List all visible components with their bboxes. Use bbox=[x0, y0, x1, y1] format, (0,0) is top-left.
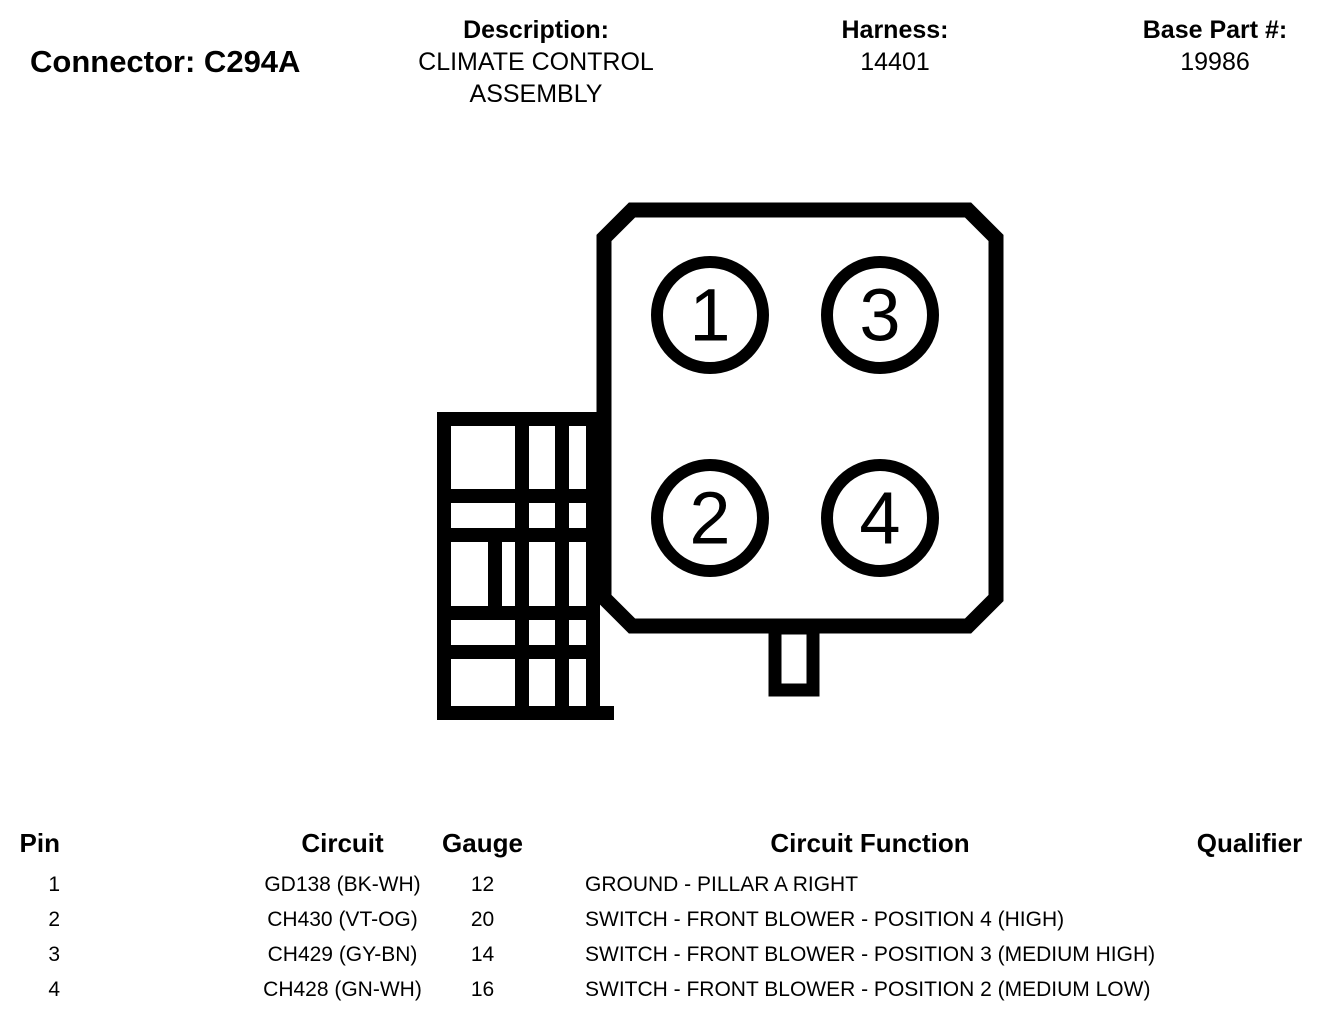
table-row: 1 GD138 (BK-WH) 12 GROUND - PILLAR A RIG… bbox=[0, 868, 1344, 903]
cell-qualifier bbox=[1155, 903, 1344, 938]
cell-qualifier bbox=[1155, 938, 1344, 973]
pin-table: Pin Circuit Gauge Circuit Function Quali… bbox=[0, 828, 1344, 1008]
table-row: 3 CH429 (GY-BN) 14 SWITCH - FRONT BLOWER… bbox=[0, 938, 1344, 973]
cell-gauge: 14 bbox=[470, 943, 495, 966]
cell-circuit-function: SWITCH - FRONT BLOWER - POSITION 3 (MEDI… bbox=[585, 943, 1156, 966]
cell-circuit: CH428 (GN-WH) bbox=[263, 978, 422, 1001]
cell-gauge: 12 bbox=[470, 873, 495, 896]
base-part-block: Base Part #: 19986 bbox=[1090, 14, 1340, 78]
column-header-circuit-function: Circuit Function bbox=[770, 828, 970, 858]
cell-spacer-0 bbox=[60, 903, 250, 938]
cell-pin: 1 bbox=[48, 873, 60, 896]
cell-circuit-function: SWITCH - FRONT BLOWER - POSITION 2 (MEDI… bbox=[585, 978, 1151, 1001]
document-header: Connector: C294A Description: CLIMATE CO… bbox=[0, 0, 1344, 120]
cell-qualifier bbox=[1155, 973, 1344, 1008]
cell-spacer-0 bbox=[60, 868, 250, 903]
description-label: Description: bbox=[463, 16, 609, 44]
pin-cavity-2: 2 bbox=[651, 459, 769, 577]
harness-block: Harness: 14401 bbox=[775, 14, 1015, 78]
cell-spacer-1 bbox=[530, 973, 585, 1008]
column-header-qualifier: Qualifier bbox=[1196, 828, 1303, 858]
base-part-value: 19986 bbox=[1180, 48, 1250, 76]
cell-circuit-function: GROUND - PILLAR A RIGHT bbox=[585, 873, 859, 896]
cell-circuit-function: SWITCH - FRONT BLOWER - POSITION 4 (HIGH… bbox=[585, 908, 1065, 931]
cell-gauge: 20 bbox=[470, 908, 495, 931]
pin-cavity-3: 3 bbox=[821, 256, 939, 374]
pin-cavity-4: 4 bbox=[821, 459, 939, 577]
cell-pin: 3 bbox=[48, 943, 60, 966]
column-header-pin: Pin bbox=[19, 828, 60, 858]
connector-body-outline bbox=[596, 202, 1004, 634]
cell-gauge: 16 bbox=[470, 978, 495, 1001]
cell-qualifier bbox=[1155, 868, 1344, 903]
cell-spacer-0 bbox=[60, 938, 250, 973]
column-header-gauge: Gauge bbox=[442, 828, 523, 858]
terminal-lattice-icon bbox=[437, 412, 600, 720]
description-value-line2: ASSEMBLY bbox=[469, 80, 603, 108]
cell-pin: 2 bbox=[48, 908, 60, 931]
pin-table-container: Pin Circuit Gauge Circuit Function Quali… bbox=[0, 828, 1344, 1008]
harness-value: 14401 bbox=[860, 48, 930, 76]
pin-cavity-2-label: 2 bbox=[689, 477, 730, 560]
pin-cavity-4-label: 4 bbox=[859, 477, 900, 560]
description-block: Description: CLIMATE CONTROL ASSEMBLY bbox=[396, 14, 676, 110]
column-spacer-0 bbox=[60, 828, 250, 868]
table-row: 2 CH430 (VT-OG) 20 SWITCH - FRONT BLOWER… bbox=[0, 903, 1344, 938]
cell-circuit: CH429 (GY-BN) bbox=[267, 943, 418, 966]
cell-spacer-1 bbox=[530, 903, 585, 938]
cell-spacer-1 bbox=[530, 938, 585, 973]
column-spacer-1 bbox=[530, 828, 585, 868]
pin-cavity-1-label: 1 bbox=[689, 274, 730, 357]
connector-title: Connector: C294A bbox=[30, 44, 301, 79]
latch-tab-icon bbox=[768, 621, 820, 697]
connector-diagram: 1 3 2 4 bbox=[0, 150, 1344, 770]
cell-circuit: CH430 (VT-OG) bbox=[267, 908, 418, 931]
table-body: 1 GD138 (BK-WH) 12 GROUND - PILLAR A RIG… bbox=[0, 868, 1344, 1008]
column-header-circuit: Circuit bbox=[301, 828, 384, 858]
cell-spacer-1 bbox=[530, 868, 585, 903]
pin-cavity-1: 1 bbox=[651, 256, 769, 374]
base-part-label: Base Part #: bbox=[1142, 16, 1288, 44]
cell-spacer-0 bbox=[60, 973, 250, 1008]
description-value-line1: CLIMATE CONTROL bbox=[418, 48, 654, 76]
table-header-row: Pin Circuit Gauge Circuit Function Quali… bbox=[0, 828, 1344, 868]
table-row: 4 CH428 (GN-WH) 16 SWITCH - FRONT BLOWER… bbox=[0, 973, 1344, 1008]
harness-label: Harness: bbox=[841, 16, 949, 44]
pin-cavity-3-label: 3 bbox=[859, 274, 900, 357]
cell-circuit: GD138 (BK-WH) bbox=[264, 873, 421, 896]
cell-pin: 4 bbox=[48, 978, 60, 1001]
